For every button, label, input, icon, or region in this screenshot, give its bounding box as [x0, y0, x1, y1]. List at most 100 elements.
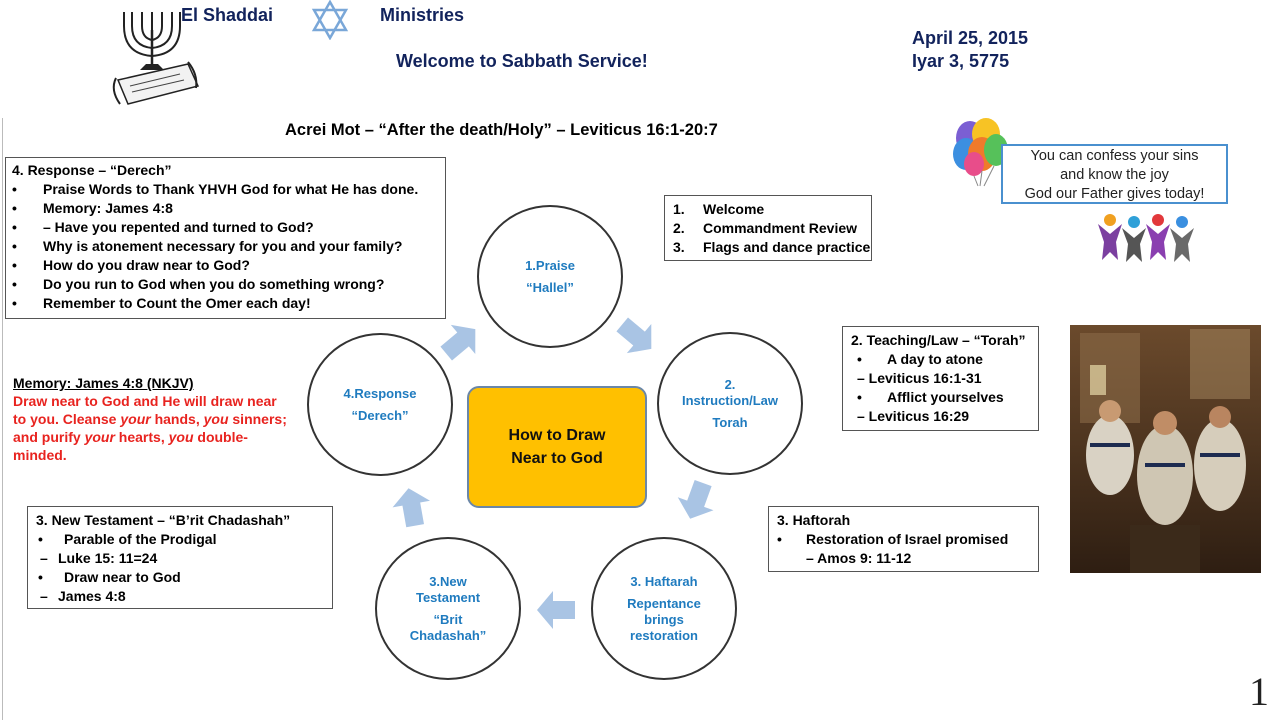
- agenda-bullet: 2.: [673, 220, 685, 236]
- dancing-people-icon: [1096, 212, 1196, 266]
- teaching-text: – Leviticus 16:29: [857, 408, 970, 424]
- confess-line-3: God our Father gives today!: [1024, 186, 1205, 202]
- haftorah-text: Restoration of Israel promised: [806, 531, 1009, 547]
- teaching-list: • A day to atone – Leviticus 16:1-31 • Affli…: [851, 350, 1030, 426]
- nt-text: Draw near to God: [64, 569, 181, 585]
- agenda-text: Welcome: [703, 201, 765, 217]
- response-bullet: •: [12, 181, 17, 197]
- star-of-david-icon: [310, 0, 350, 41]
- nt-item: –Luke 15: 11=24: [36, 549, 324, 568]
- response-text: – Have you repented and turned to God?: [43, 219, 314, 235]
- memory-verse: Memory: James 4:8 (NKJV) Draw near to Go…: [13, 374, 303, 464]
- circle-instruction-line-3: Torah: [712, 414, 748, 430]
- arrow-haftarah-to-nt: [537, 591, 575, 629]
- response-item: •Why is atonement necessary for you and …: [12, 237, 439, 256]
- nt-item: •Parable of the Prodigal: [36, 530, 324, 549]
- circle-response-line-1: 4.Response: [343, 385, 417, 401]
- confess-box: You can confess your sins and know the j…: [1001, 144, 1228, 204]
- circle-response-line-2: “Derech”: [351, 407, 409, 423]
- new-testament-box-title: 3. New Testament – “B’rit Chadashah”: [36, 512, 291, 528]
- response-text: Why is atonement necessary for you and y…: [43, 238, 403, 254]
- arrow-praise-to-instruction: [616, 317, 652, 354]
- welcome-heading: Welcome to Sabbath Service!: [396, 51, 648, 71]
- lesson-title: Acrei Mot – “After the death/Holy” – Lev…: [285, 121, 718, 139]
- nt-item: •Draw near to God: [36, 568, 324, 587]
- circle-nt-line-4: Chadashah”: [409, 627, 487, 643]
- circle-haftarah-line-2: Repentance: [627, 595, 701, 611]
- new-testament-list: •Parable of the Prodigal–Luke 15: 11=24•…: [36, 530, 324, 606]
- agenda-bullet: 3.: [673, 239, 685, 255]
- nt-bullet: –: [40, 550, 48, 566]
- teaching-text: A day to atone: [887, 351, 983, 367]
- circle-response: 4.Response “Derech”: [307, 333, 453, 476]
- teaching-text: Afflict yourselves: [887, 389, 1004, 405]
- nt-bullet: •: [38, 531, 43, 547]
- org-name-right: Ministries: [380, 5, 465, 25]
- org-name-left: El Shaddai: [181, 5, 274, 25]
- teaching-bullet: •: [857, 389, 862, 405]
- haftorah-item: • Restoration of Israel promised: [777, 530, 1030, 549]
- memory-verse-line-1: Draw near to God and He will draw near: [13, 393, 277, 409]
- circle-nt-line-1: 3.New: [429, 573, 467, 589]
- haftorah-list: • Restoration of Israel promised – Amos 9:…: [777, 530, 1030, 568]
- circle-praise-line-2: “Hallel”: [526, 279, 574, 295]
- response-item: • Remember to Count the Omer each day!: [12, 294, 439, 313]
- agenda-bullet: 1.: [673, 201, 685, 217]
- response-item: •Do you run to God when you do something…: [12, 275, 439, 294]
- response-box-title: 4. Response – “Derech”: [12, 162, 172, 178]
- response-text: How do you draw near to God?: [43, 257, 250, 273]
- response-text: Praise Words to Thank YHVH God for what …: [43, 181, 419, 197]
- response-bullet: •: [12, 257, 17, 273]
- haftorah-bullet: •: [777, 531, 782, 547]
- center-line-1: How to Draw: [508, 427, 606, 444]
- response-bullet: •: [12, 295, 17, 311]
- agenda-text: Flags and dance practice: [703, 239, 871, 255]
- circle-haftarah-line-4: restoration: [630, 627, 698, 643]
- response-item: • – Have you repented and turned to God?: [12, 218, 439, 237]
- nt-text: Luke 15: 11=24: [58, 550, 158, 566]
- nt-text: James 4:8: [58, 588, 126, 604]
- hebrew-date: Iyar 3, 5775: [912, 51, 1010, 71]
- nt-item: –James 4:8: [36, 587, 324, 606]
- teaching-bullet: •: [857, 351, 862, 367]
- teaching-item: – Leviticus 16:29: [851, 407, 1030, 426]
- circle-praise: 1.Praise “Hallel”: [477, 205, 623, 348]
- arrow-instruction-to-haftarah: [677, 480, 714, 519]
- circle-praise-line-1: 1.Praise: [525, 257, 575, 273]
- response-text: Do you run to God when you do something …: [43, 276, 385, 292]
- memory-verse-title: Memory: James 4:8 (NKJV): [13, 375, 194, 391]
- response-text: Memory: James 4:8: [43, 200, 173, 216]
- circle-nt-line-3: “Brit: [433, 611, 463, 627]
- circle-haftarah-line-3: brings: [644, 611, 684, 627]
- confess-line-1: You can confess your sins: [1030, 148, 1199, 164]
- agenda-text: Commandment Review: [703, 220, 858, 236]
- response-text: Remember to Count the Omer each day!: [43, 295, 311, 311]
- memory-verse-line-4: minded.: [13, 447, 67, 463]
- page-number: 1: [1249, 669, 1269, 714]
- response-box: 4. Response – “Derech” • Praise Words to …: [5, 157, 446, 319]
- agenda-box: 1. Welcome 2. Commandment Review 3. Flags and…: [664, 195, 872, 261]
- response-bullet: •: [12, 219, 17, 235]
- agenda-item: 2. Commandment Review: [673, 219, 863, 238]
- response-item: •Memory: James 4:8: [12, 199, 439, 218]
- circle-haftarah-line-1: 3. Haftarah: [630, 573, 698, 589]
- arrow-response-to-praise: [440, 324, 476, 361]
- circle-instruction: 2. Instruction/Law Torah: [657, 332, 803, 475]
- circle-instruction-line-1: 2.: [724, 376, 736, 392]
- circle-nt-line-2: Testament: [415, 589, 481, 605]
- teaching-item: • A day to atone: [851, 350, 1030, 369]
- teaching-box-title: 2. Teaching/Law – “Torah”: [851, 332, 1026, 348]
- menorah-scroll-icon: [108, 6, 204, 110]
- center-box: How to Draw Near to God: [467, 386, 647, 508]
- service-date: April 25, 2015: [912, 28, 1029, 48]
- haftorah-text: – Amos 9: 11-12: [806, 550, 912, 566]
- nt-bullet: –: [40, 588, 48, 604]
- response-item: • Praise Words to Thank YHVH God for what…: [12, 180, 439, 199]
- arrow-nt-to-response: [392, 488, 431, 528]
- center-line-2: Near to God: [511, 450, 603, 467]
- haftorah-box-title: 3. Haftorah: [777, 512, 851, 528]
- teaching-text: – Leviticus 16:1-31: [857, 370, 982, 386]
- agenda-item: 1. Welcome: [673, 200, 863, 219]
- new-testament-box: 3. New Testament – “B’rit Chadashah” •Pa…: [27, 506, 333, 609]
- response-item: • How do you draw near to God?: [12, 256, 439, 275]
